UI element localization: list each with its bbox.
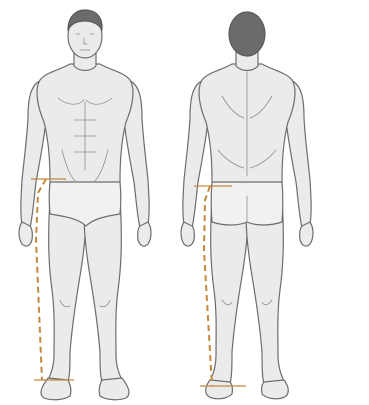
back-left-hand [181, 222, 194, 246]
front-right-leg [84, 200, 122, 382]
back-left-foot [206, 380, 233, 399]
front-left-leg [48, 200, 86, 382]
front-figure [19, 10, 151, 400]
back-head [229, 12, 265, 56]
back-right-leg [246, 200, 284, 384]
front-right-foot [99, 378, 129, 400]
front-measure-dashed-line [36, 179, 46, 380]
back-right-foot [262, 380, 289, 399]
back-left-leg [210, 200, 248, 384]
front-left-foot [41, 378, 71, 400]
back-right-hand [300, 222, 313, 246]
front-right-hand [138, 222, 151, 246]
front-left-hand [19, 222, 32, 246]
